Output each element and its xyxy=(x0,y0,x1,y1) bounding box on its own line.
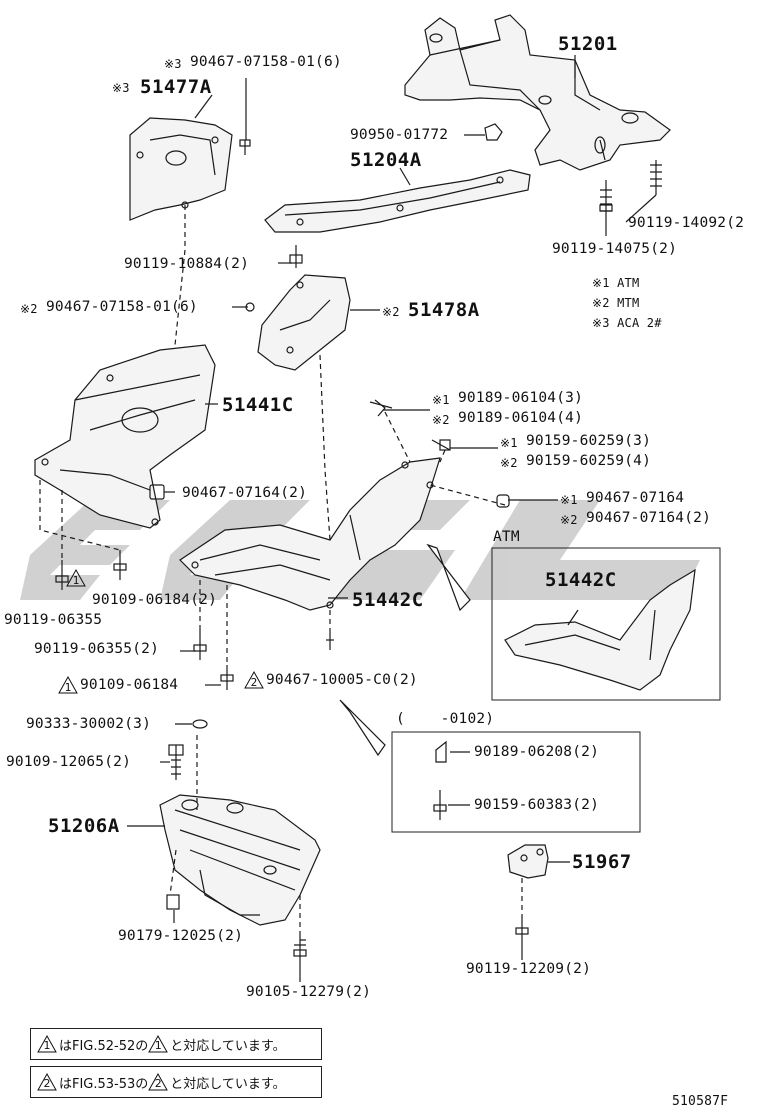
part-label-90333-30002: 90333-30002(3) xyxy=(26,716,152,732)
part-label-90109-06184: 90109-06184 xyxy=(80,677,179,693)
note-fig-52-text-a: はFIG.52-52の xyxy=(59,1038,149,1054)
triangle-1-ref: 1 xyxy=(66,569,88,587)
marker-51478a: ※2 xyxy=(382,305,400,319)
dashed-guides xyxy=(39,205,523,935)
note-fig-52-text-b: と対応しています。 xyxy=(170,1038,286,1054)
legend-atm: ※1 ATM xyxy=(592,276,640,290)
marker-90189-a2: ※2 xyxy=(432,413,450,427)
part-label-90119-14075: 90119-14075(2) xyxy=(552,241,678,257)
note-fig-53: 2 はFIG.53-53の 2 と対応しています。 xyxy=(30,1066,322,1098)
leader-lines xyxy=(127,55,657,982)
part-label-90467-07164-atm: 90467-07164 xyxy=(586,490,685,506)
marker-51477a: ※3 xyxy=(112,81,130,95)
part-label-51441c: 51441C xyxy=(222,394,294,416)
marker-90159-a2: ※2 xyxy=(500,456,518,470)
part-label-90467-10005-c0: 90467-10005-C0(2) xyxy=(266,672,418,688)
part-label-90189-06104-mtm: 90189-06104(4) xyxy=(458,410,584,426)
marker-90467-02: ※2 xyxy=(20,302,38,316)
part-label-90159-60383: 90159-60383(2) xyxy=(474,797,600,813)
part-label-90119-10884: 90119-10884(2) xyxy=(124,256,250,272)
note-fig-53-text-a: はFIG.53-53の xyxy=(59,1076,149,1092)
marker-90467-07164-r2: ※2 xyxy=(560,513,578,527)
part-label-90467-07158-01-top: 90467-07158-01(6) xyxy=(190,54,342,70)
cover-51478a xyxy=(257,274,351,371)
crossmember-51201 xyxy=(404,14,671,171)
part-label-90119-06355-left: 90119-06355 xyxy=(4,612,103,628)
note-fig-53-text-b: と対応しています。 xyxy=(170,1076,286,1092)
marker-90189-a1: ※1 xyxy=(432,393,450,407)
note-fig-52: 1 はFIG.52-52の 1 と対応しています。 xyxy=(30,1028,322,1060)
part-label-90179-12025: 90179-12025(2) xyxy=(118,928,244,944)
atm-cover-51442c xyxy=(504,568,696,691)
bracket-51967 xyxy=(507,844,549,879)
cover-51441c xyxy=(34,344,216,529)
part-label-51442c: 51442C xyxy=(352,589,424,611)
plate-51204a xyxy=(264,169,531,233)
part-label-51967: 51967 xyxy=(572,851,632,873)
part-label-90119-12209: 90119-12209(2) xyxy=(466,961,592,977)
part-label-90950-01772: 90950-01772 xyxy=(350,127,449,143)
part-label-90109-12065: 90109-12065(2) xyxy=(6,754,132,770)
atm-inset-box xyxy=(491,547,721,701)
support-51206a xyxy=(159,794,321,926)
marker-90467-01: ※3 xyxy=(164,57,182,71)
part-label-90467-07164-mid: 90467-07164(2) xyxy=(182,485,308,501)
detail-inset-box xyxy=(391,731,641,833)
legend-aca: ※3 ACA 2# xyxy=(592,316,662,330)
part-label-51201: 51201 xyxy=(558,33,618,55)
fasteners xyxy=(55,123,662,970)
part-label-90159-60259-mtm: 90159-60259(4) xyxy=(526,453,652,469)
parts-line-art xyxy=(34,14,696,982)
figure-code: 510587F xyxy=(672,1094,729,1109)
part-label-51204a: 51204A xyxy=(350,149,422,171)
marker-90467-07164-r1: ※1 xyxy=(560,493,578,507)
part-label-90467-07164-mtm: 90467-07164(2) xyxy=(586,510,712,526)
date-range-label: ( -0102) xyxy=(396,711,495,727)
part-label-90189-06104-atm: 90189-06104(3) xyxy=(458,390,584,406)
arrow-detail xyxy=(339,699,386,757)
cover-51442c xyxy=(179,457,441,611)
legend-mtm: ※2 MTM xyxy=(592,296,640,310)
part-label-90159-60259-atm: 90159-60259(3) xyxy=(526,433,652,449)
part-label-90119-14092: 90119-14092(2 xyxy=(628,215,745,231)
part-label-51206a: 51206A xyxy=(48,815,120,837)
part-label-90467-07158-01-mid: 90467-07158-01(6) xyxy=(46,299,198,315)
part-label-51442c-atm: 51442C xyxy=(545,569,617,591)
arrow-atm xyxy=(426,543,471,612)
atm-inset-title: ATM xyxy=(493,529,520,545)
part-label-51478a: 51478A xyxy=(408,299,480,321)
part-label-90109-06184-2: 90109-06184(2) xyxy=(92,592,218,608)
part-label-51477a: 51477A xyxy=(140,76,212,98)
marker-90159-a1: ※1 xyxy=(500,436,518,450)
part-label-90105-12279: 90105-12279(2) xyxy=(246,984,372,1000)
part-label-90119-06355-2: 90119-06355(2) xyxy=(34,641,160,657)
cover-51477a xyxy=(129,117,233,221)
part-label-90189-06208: 90189-06208(2) xyxy=(474,744,600,760)
